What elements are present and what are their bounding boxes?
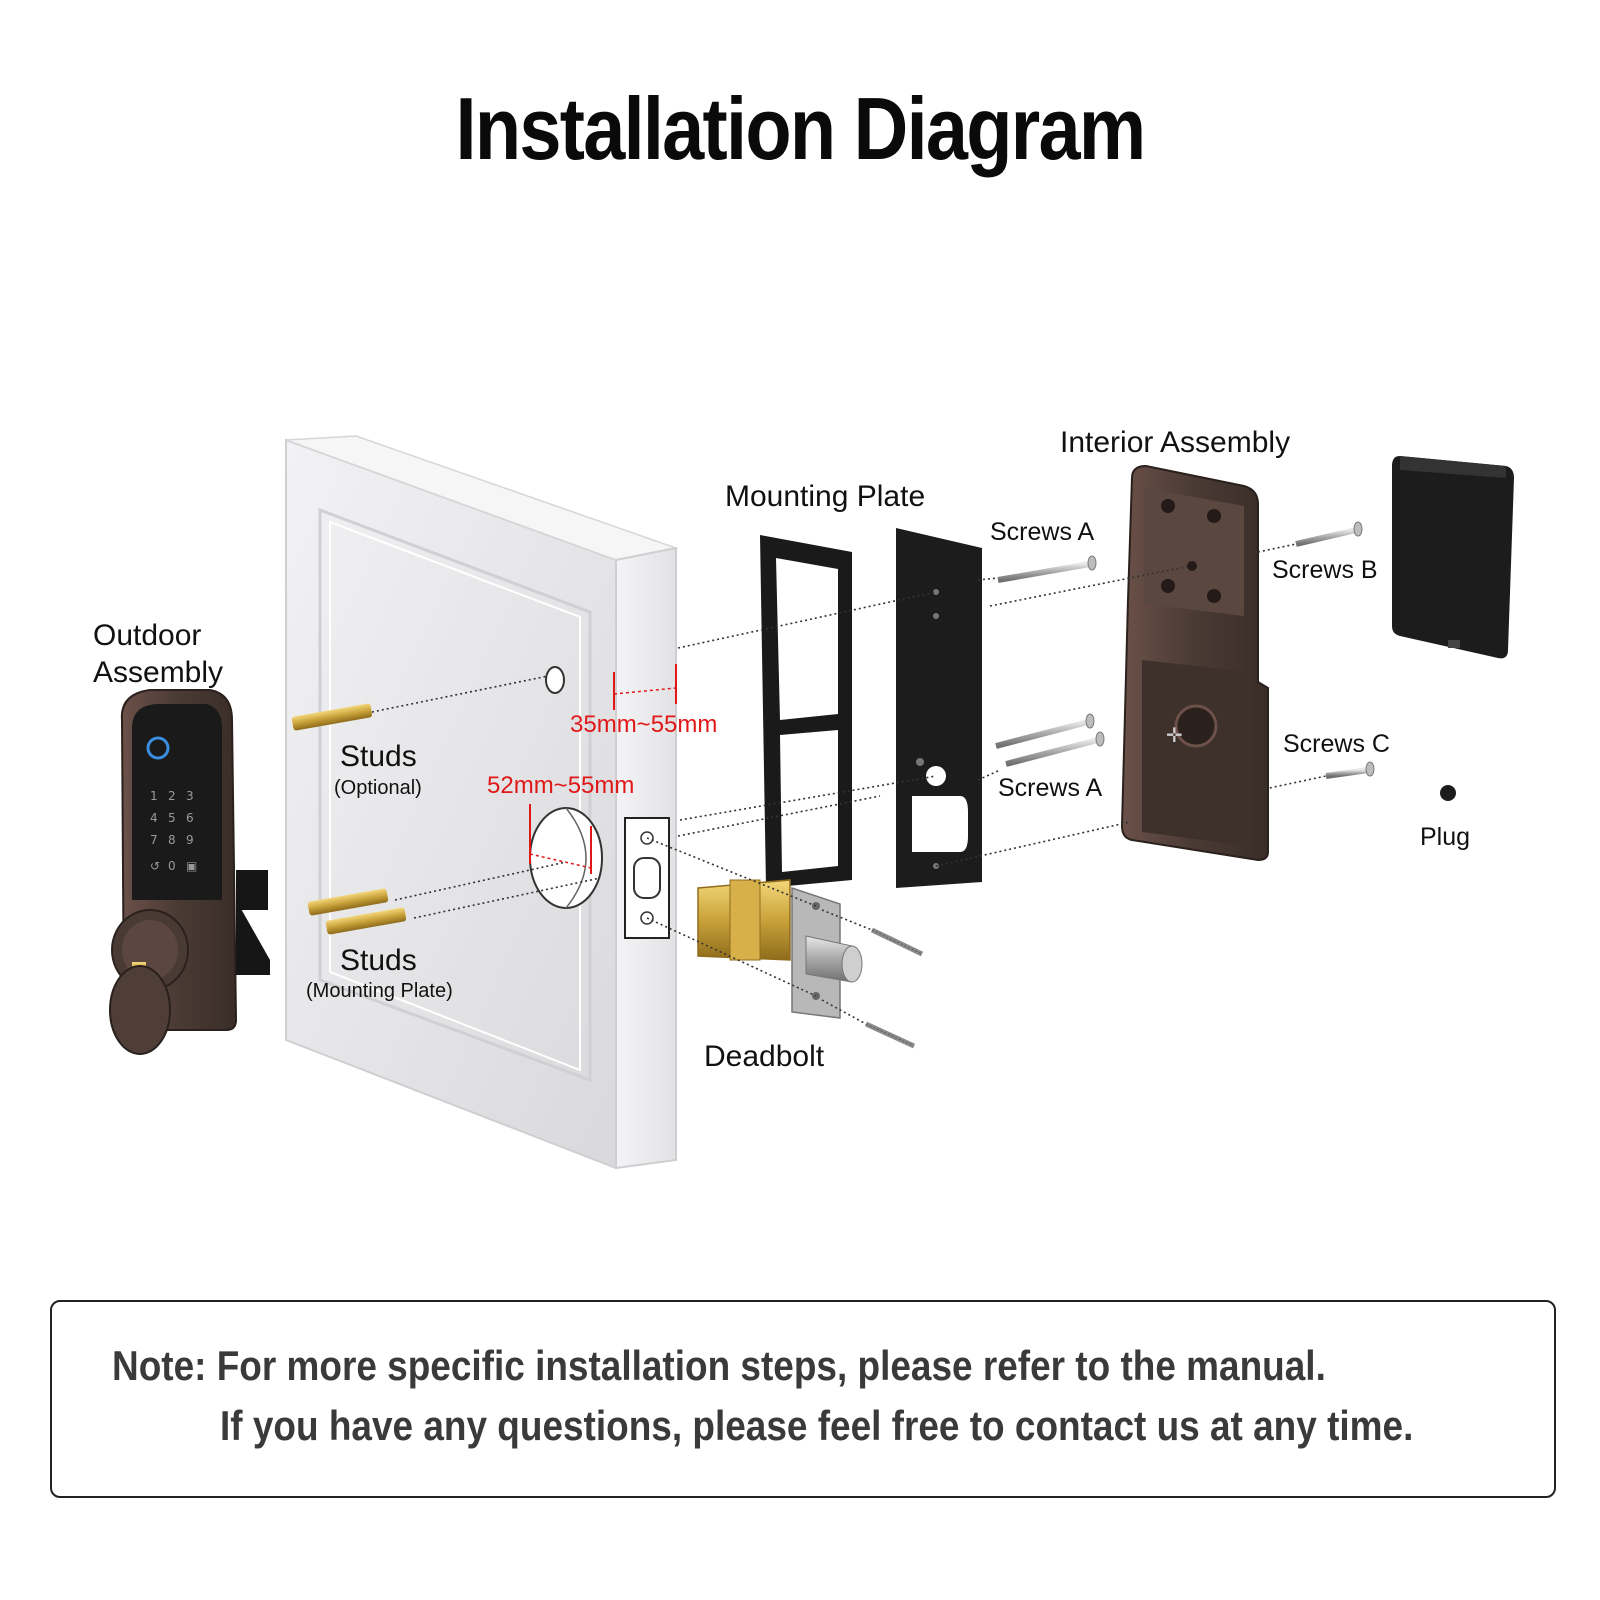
note-line-1: Note: For more specific installation ste…	[112, 1342, 1326, 1389]
svg-text:▣: ▣	[186, 859, 197, 873]
label-screws-a-top: Screws A	[990, 518, 1095, 546]
label-studs-mounting: Studs	[340, 944, 417, 977]
studs-optional	[291, 703, 373, 731]
label-screws-c: Screws C	[1283, 730, 1390, 758]
svg-text:1: 1	[150, 789, 158, 803]
label-screws-b: Screws B	[1272, 556, 1378, 584]
label-dim-bore: 52mm~55mm	[487, 772, 634, 799]
svg-text:0: 0	[168, 859, 176, 873]
svg-text:✛: ✛	[1166, 723, 1183, 747]
label-studs-optional: Studs	[340, 740, 417, 773]
screws-b	[1295, 521, 1363, 547]
svg-text:4: 4	[150, 811, 158, 825]
label-plug: Plug	[1420, 823, 1470, 851]
svg-text:9: 9	[186, 833, 194, 847]
mounting-plate	[896, 528, 982, 888]
interior-assembly: ✛	[1120, 464, 1269, 862]
spindle-icon	[1174, 704, 1218, 748]
screws-a-bottom	[995, 713, 1105, 767]
label-mounting-plate: Mounting Plate	[725, 480, 925, 513]
alignment-lines	[371, 543, 1327, 1025]
label-studs-optional-sub: (Optional)	[334, 777, 422, 799]
screws-c	[1325, 761, 1375, 779]
svg-text:6: 6	[186, 811, 194, 825]
studs-mounting-plate	[307, 888, 407, 935]
svg-text:5: 5	[168, 811, 176, 825]
label-dim-backset: 35mm~55mm	[570, 711, 717, 738]
stud-hole	[545, 666, 565, 694]
svg-text:2: 2	[168, 789, 176, 803]
deadbolt-screws	[864, 927, 924, 1049]
plug	[1440, 785, 1456, 801]
page-title: Installation Diagram	[455, 79, 1147, 178]
deadbolt	[697, 879, 863, 1019]
deadbolt-mortise	[624, 817, 670, 939]
note-box: Note: For more specific installation ste…	[50, 1300, 1556, 1498]
bore-dimension	[529, 804, 592, 874]
svg-text:↺: ↺	[150, 859, 160, 873]
note-line-2: If you have any questions, please feel f…	[220, 1402, 1414, 1449]
door	[285, 435, 679, 1170]
svg-text:3: 3	[186, 789, 194, 803]
backset-dimension	[613, 664, 677, 710]
label-outdoor-line1: Outdoor	[93, 619, 201, 652]
svg-text:7: 7	[150, 833, 158, 847]
battery-cover	[1392, 456, 1514, 659]
fingerprint-sensor-icon	[146, 736, 170, 760]
svg-text:8: 8	[168, 833, 176, 847]
label-deadbolt: Deadbolt	[704, 1040, 825, 1073]
screws-a-top	[997, 555, 1097, 583]
mounting-plate-gasket	[760, 535, 852, 888]
label-interior-assembly: Interior Assembly	[1060, 426, 1290, 459]
label-screws-a-bottom: Screws A	[998, 774, 1103, 802]
label-studs-mounting-sub: (Mounting Plate)	[306, 980, 453, 1002]
label-outdoor-line2: Assembly	[93, 656, 223, 689]
